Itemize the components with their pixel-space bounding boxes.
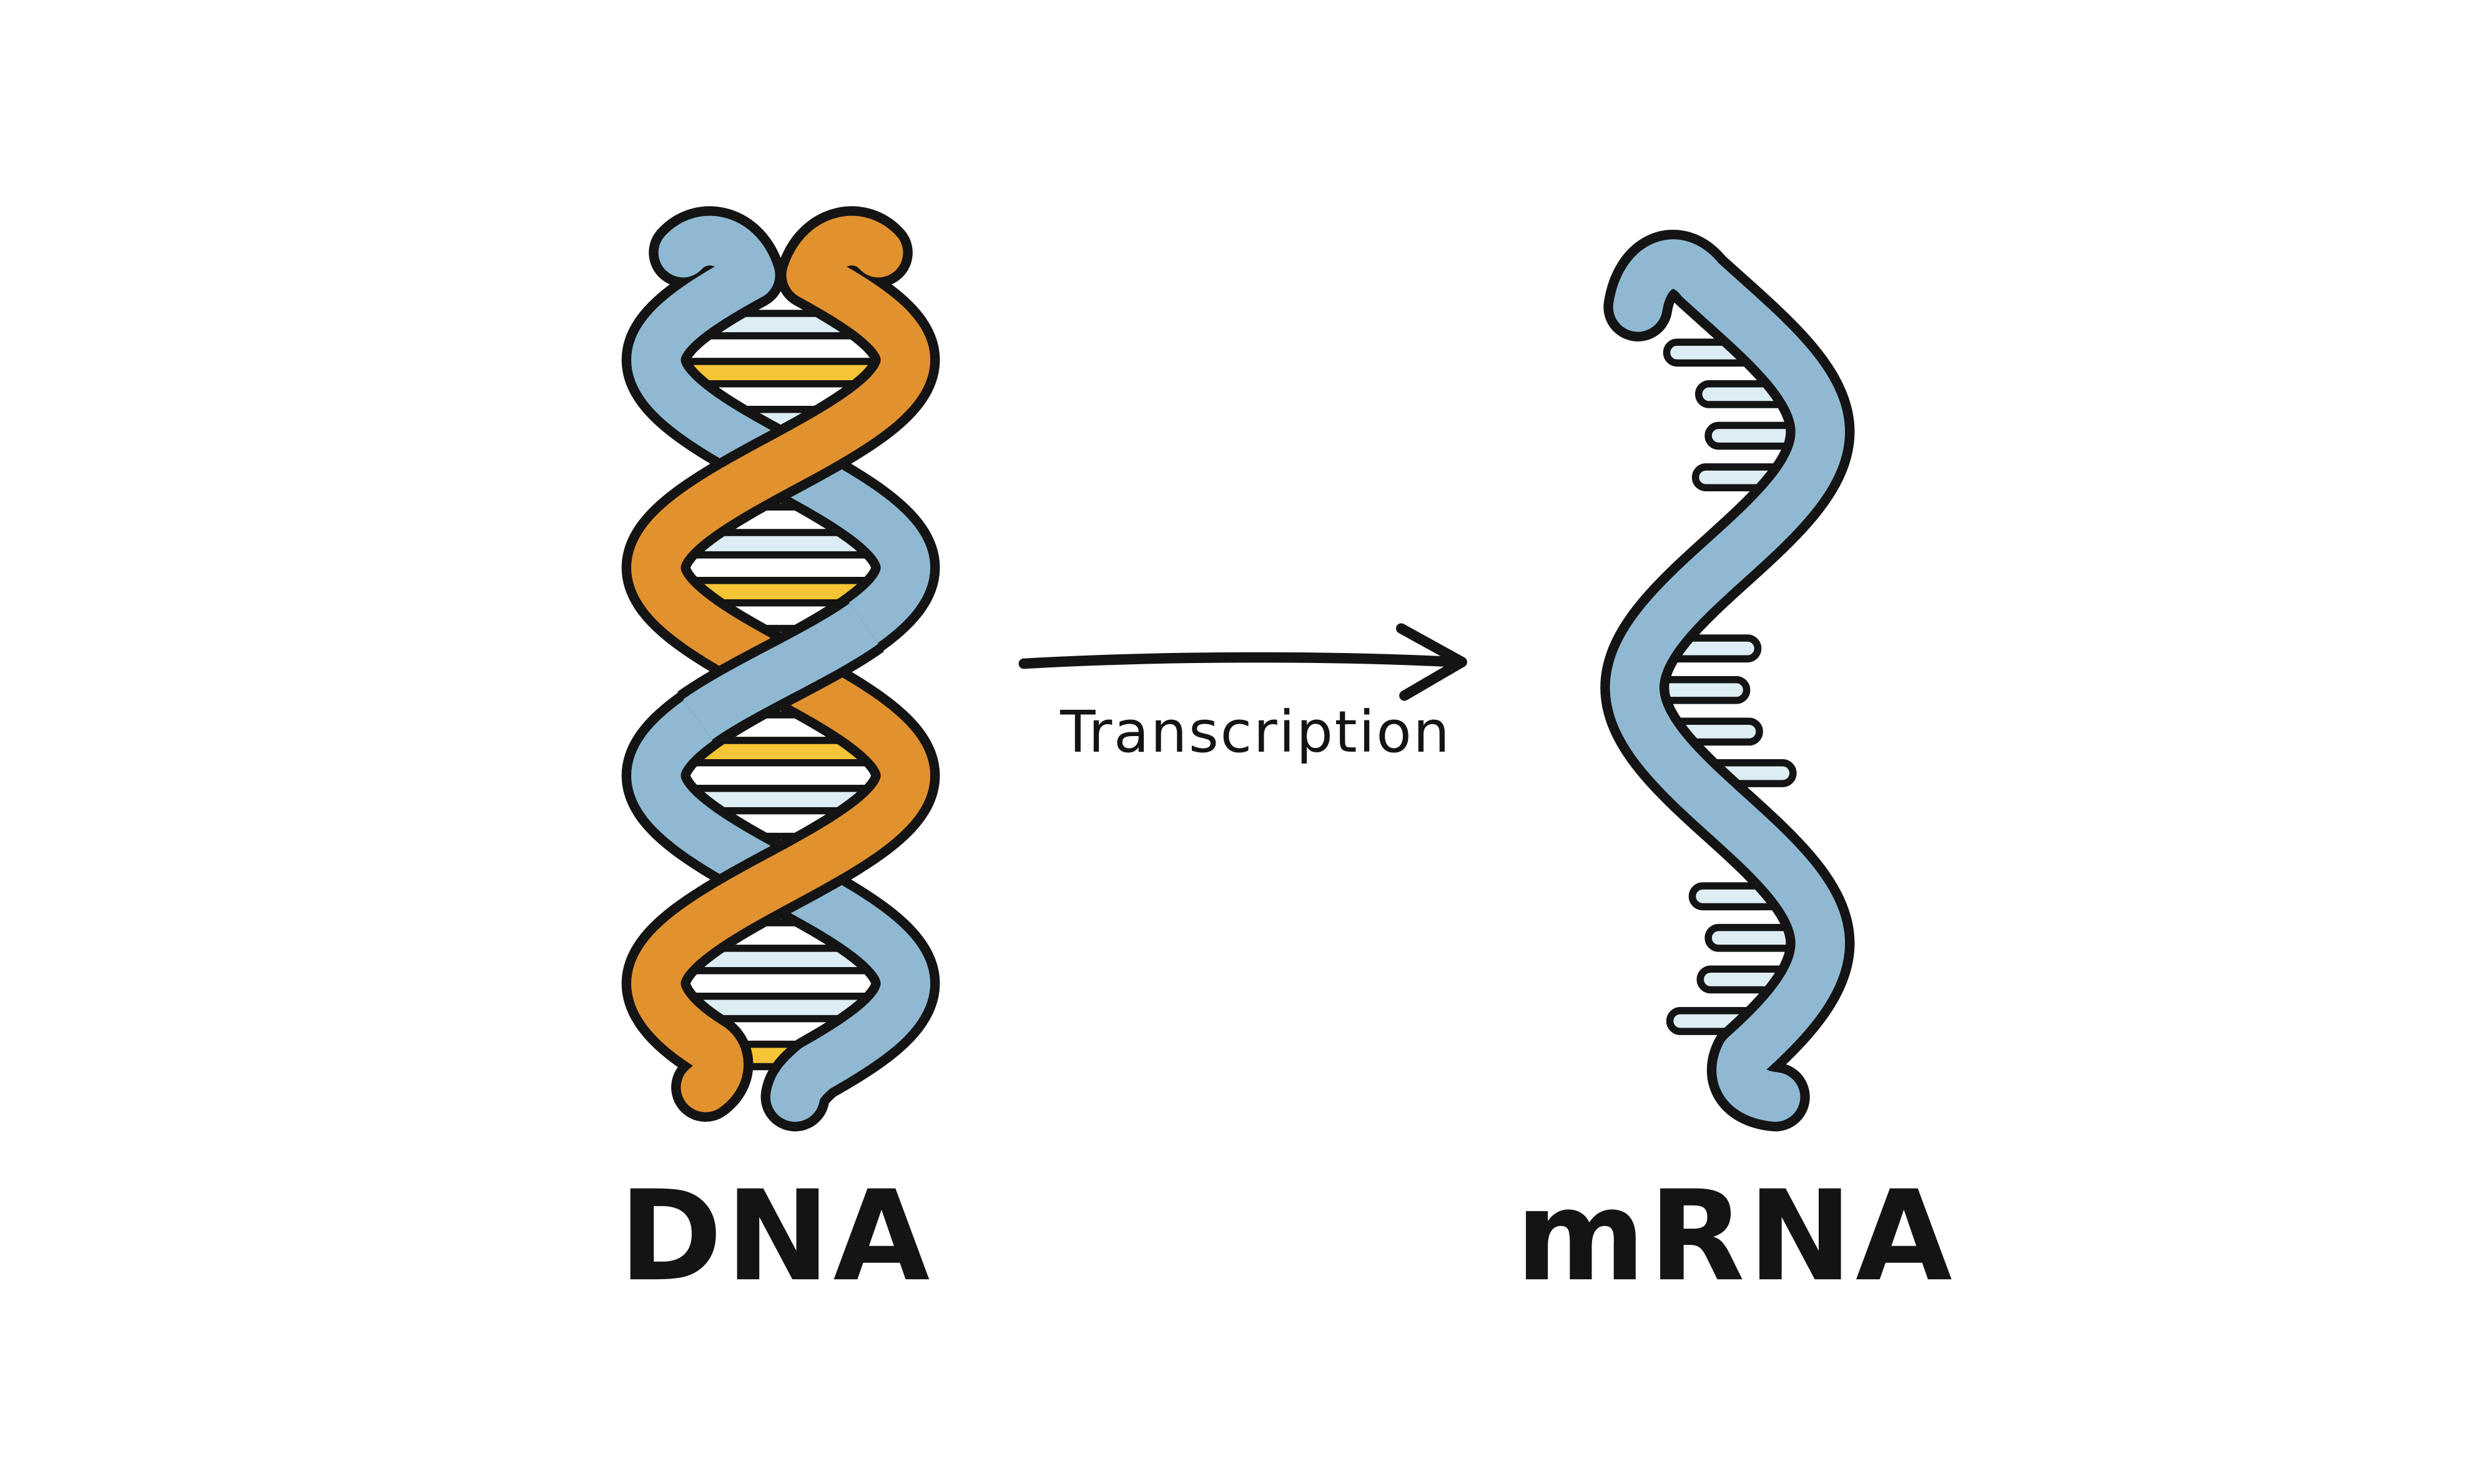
dna-helix-illustration: [621, 206, 940, 1132]
transcription-label: Transcription: [1060, 698, 1451, 765]
mrna-strand: [1610, 239, 1846, 1122]
mrna-illustration: [1600, 230, 1855, 1132]
arrow-shaft: [1018, 652, 1461, 669]
dna-strand-blue-crossover: [683, 603, 878, 740]
transcription-arrow: Transcription: [1018, 623, 1467, 765]
arrow-head: [1396, 623, 1467, 701]
mrna-label: mRNA: [1515, 1164, 1955, 1309]
dna-label: DNA: [619, 1164, 933, 1309]
